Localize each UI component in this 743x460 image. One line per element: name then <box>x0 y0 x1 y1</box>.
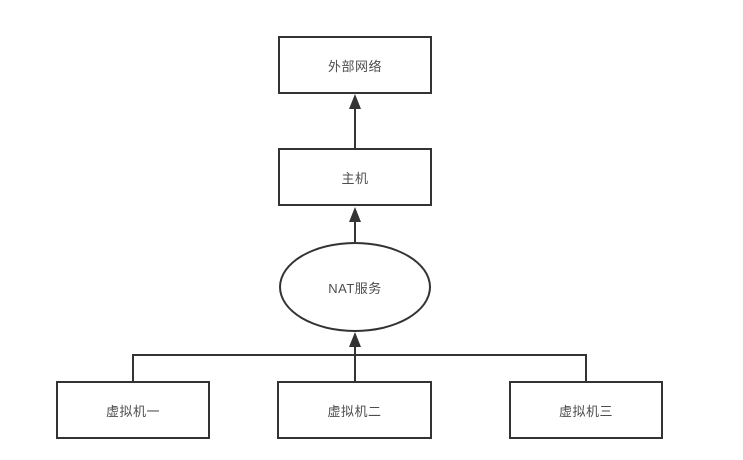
arrowhead-host-to-external <box>349 94 361 109</box>
node-nat-service: NAT服务 <box>279 242 431 332</box>
node-vm3: 虚拟机三 <box>509 381 663 439</box>
node-external-network-label: 外部网络 <box>327 58 382 74</box>
node-vm2-label: 虚拟机二 <box>327 403 382 419</box>
node-nat-service-label: NAT服务 <box>328 280 382 296</box>
arrowhead-vm2-to-nat <box>349 332 361 347</box>
node-host-label: 主机 <box>341 170 369 186</box>
node-vm3-label: 虚拟机三 <box>558 403 613 419</box>
node-host: 主机 <box>278 148 432 206</box>
node-external-network: 外部网络 <box>278 36 432 94</box>
arrowhead-nat-to-host <box>349 207 361 222</box>
node-vm1: 虚拟机一 <box>56 381 210 439</box>
node-vm1-label: 虚拟机一 <box>105 403 160 419</box>
node-vm2: 虚拟机二 <box>277 381 432 439</box>
